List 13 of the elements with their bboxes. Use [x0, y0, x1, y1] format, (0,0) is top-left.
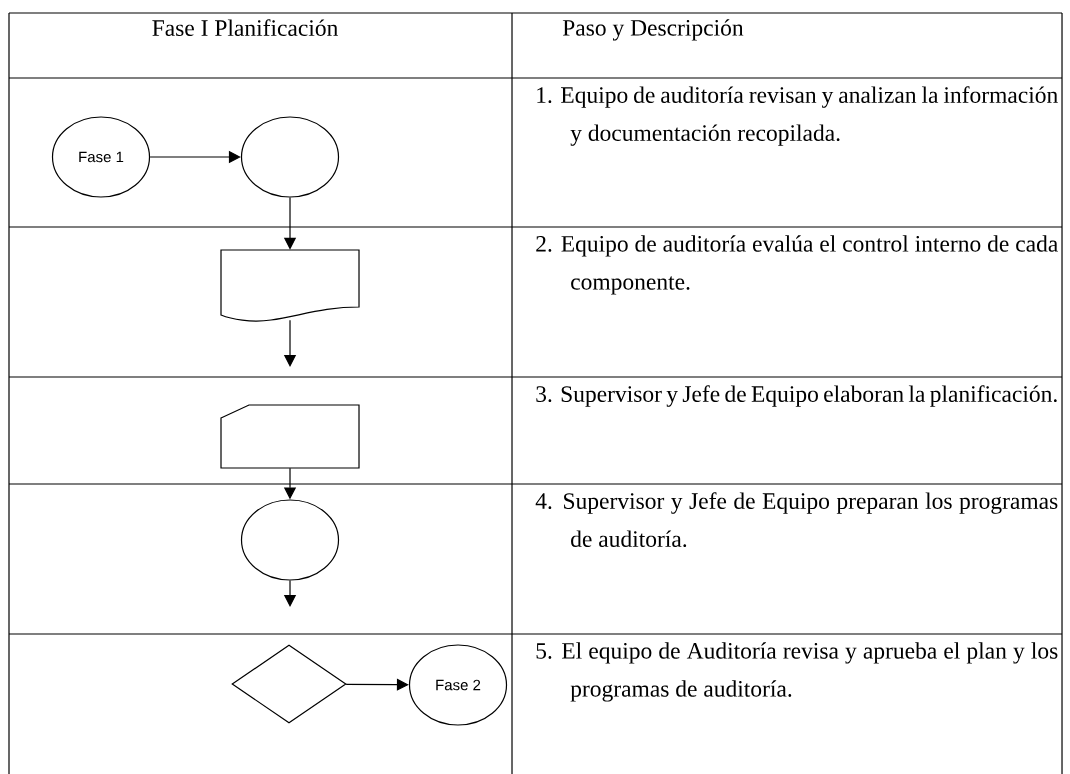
step-description: 4. Supervisor y Jefe de Equipo preparan los programas de auditoría. [535, 492, 1058, 548]
circle-shape [240, 116, 340, 198]
step-description: 1. Equipo de auditoría revisan y analizan la información y documentación recopilada. [537, 86, 1058, 146]
column-header: Fase I Planificación [152, 19, 338, 36]
step-description: 2. Equipo de auditoría evalúa el control interno de cada componente. [536, 235, 1058, 295]
arrow [345, 678, 409, 691]
card-shape [220, 404, 360, 469]
step-description: 3. Supervisor y Jefe de Equipo elaboran la planificación. [536, 385, 1057, 407]
step-description: 5. El equipo de Auditoría revisa y aprueba el plan y los programas de auditoría. [536, 642, 1058, 702]
decision-diamond [231, 644, 347, 724]
document-shape [220, 249, 360, 322]
circle-shape [240, 499, 340, 581]
column-header: Paso y Descripción [562, 19, 744, 41]
